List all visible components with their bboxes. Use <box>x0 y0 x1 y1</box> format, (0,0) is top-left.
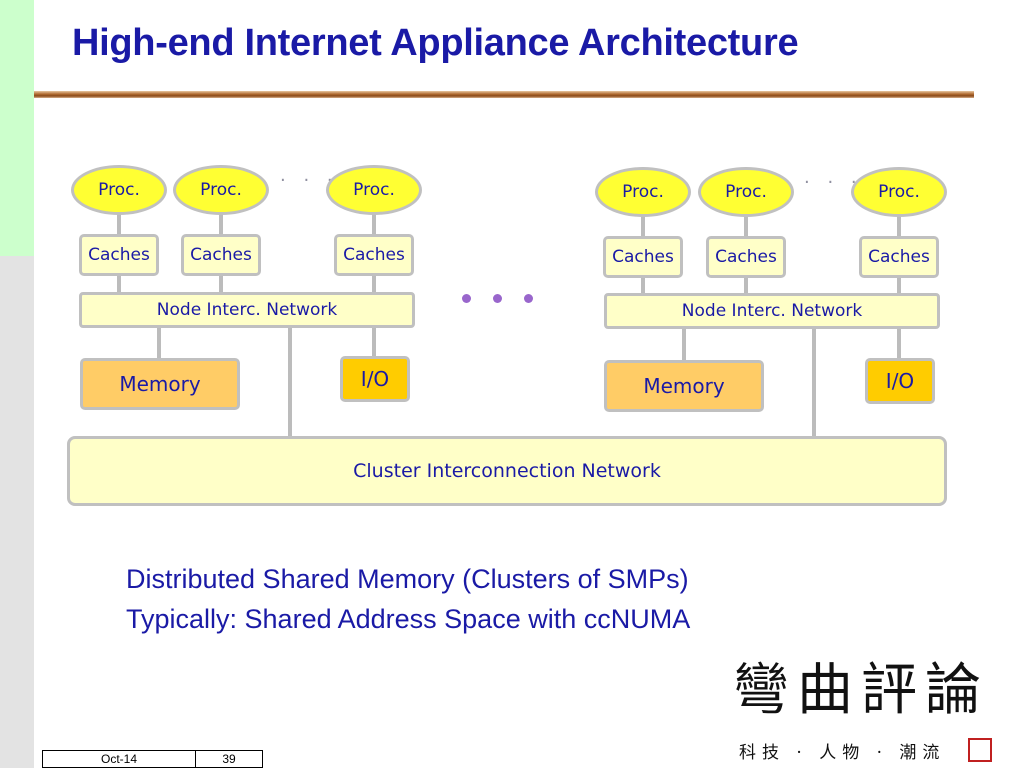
connector <box>157 328 161 360</box>
cache-block: Caches <box>603 236 683 278</box>
connector <box>372 276 376 294</box>
left-gray-bar <box>0 256 34 768</box>
io-block: I/O <box>340 356 410 402</box>
connector <box>812 328 816 438</box>
processor-node: Proc. <box>595 167 691 217</box>
processor-node: Proc. <box>71 165 167 215</box>
connector <box>744 214 748 238</box>
slide-title: High-end Internet Appliance Architecture <box>72 22 799 64</box>
cache-block: Caches <box>181 234 261 276</box>
footer-date: Oct-14 <box>42 750 196 768</box>
cache-block: Caches <box>79 234 159 276</box>
processor-node: Proc. <box>326 165 422 215</box>
cluster-interconnect: Cluster Interconnection Network <box>67 436 947 506</box>
caption-line-2: Typically: Shared Address Space with ccN… <box>126 604 691 634</box>
connector <box>641 214 645 238</box>
connector <box>288 328 292 438</box>
connector <box>219 276 223 294</box>
connector <box>117 212 121 236</box>
logo: 彎曲評論 科技 · 人物 · 潮流 <box>733 656 989 763</box>
connector <box>897 214 901 238</box>
logo-tagline: 科技 · 人物 · 潮流 <box>739 743 946 763</box>
io-block: I/O <box>865 358 935 404</box>
processor-ellipsis: · · · <box>804 172 863 193</box>
seal-stamp <box>968 738 992 762</box>
footer: Oct-14 39 <box>42 750 263 768</box>
node-ellipsis <box>462 290 555 308</box>
connector <box>897 276 901 294</box>
caption-line-1: Distributed Shared Memory (Clusters of S… <box>126 564 689 594</box>
node-interconnect: Node Interc. Network <box>604 293 940 329</box>
connector <box>219 212 223 236</box>
logo-title: 彎曲評論 <box>733 658 989 723</box>
cache-block: Caches <box>859 236 939 278</box>
page-number: 39 <box>195 750 263 768</box>
connector <box>897 328 901 360</box>
connector <box>641 276 645 294</box>
connector <box>372 212 376 236</box>
processor-node: Proc. <box>851 167 947 217</box>
processor-node: Proc. <box>173 165 269 215</box>
memory-block: Memory <box>604 360 764 412</box>
connector <box>682 328 686 362</box>
title-divider <box>34 91 974 98</box>
processor-ellipsis: · · · <box>280 170 339 191</box>
node-interconnect: Node Interc. Network <box>79 292 415 328</box>
connector <box>117 276 121 294</box>
memory-block: Memory <box>80 358 240 410</box>
cache-block: Caches <box>334 234 414 276</box>
cache-block: Caches <box>706 236 786 278</box>
connector <box>372 328 376 358</box>
connector <box>744 276 748 294</box>
processor-node: Proc. <box>698 167 794 217</box>
left-accent-bar <box>0 0 34 256</box>
